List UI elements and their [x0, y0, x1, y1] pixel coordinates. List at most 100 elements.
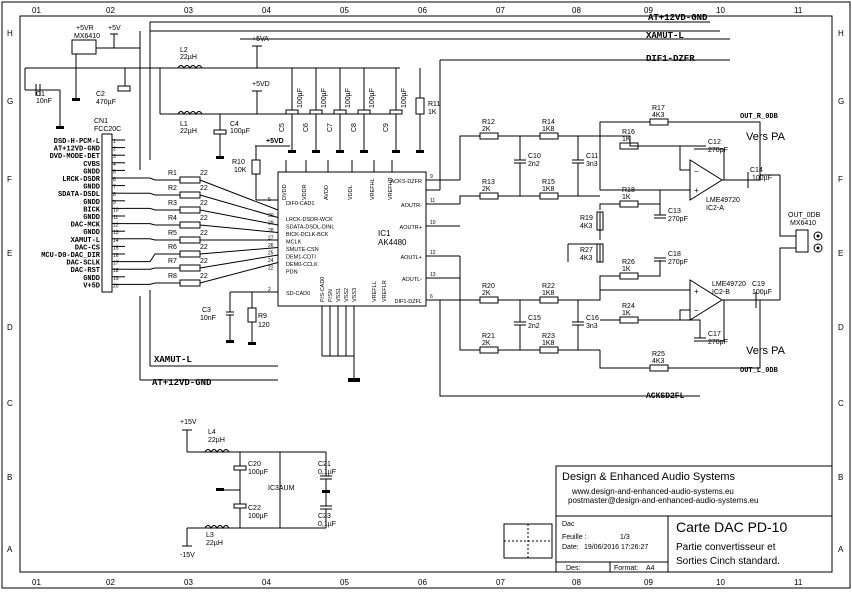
row-label: B [838, 473, 843, 482]
net-5vr: +5VR [76, 25, 94, 32]
row-label: G [838, 97, 844, 106]
connector-pin-number: 15 [113, 245, 119, 251]
wire [599, 203, 620, 210]
connector-pin-number: 1 [113, 139, 116, 145]
ground-symbol [336, 150, 344, 153]
cap-value: 100µF [401, 88, 408, 108]
row-label: A [7, 545, 13, 554]
row-label: D [838, 323, 844, 332]
cap-ref: C7 [327, 123, 334, 132]
cap-ref: C11 [586, 153, 598, 160]
label-l2: L2 [180, 47, 188, 54]
ic1-pin-label: VSS3 [352, 288, 358, 302]
ic1-pin-label: ACKS-DZFR [391, 179, 423, 185]
resistor-body [179, 176, 201, 184]
cap-value: 100µF [369, 88, 376, 108]
cap-value: 100µF [752, 175, 772, 182]
ic1-pin-number: 9 [430, 174, 433, 180]
ic1-pin-label: SD-CAD0 [286, 291, 310, 297]
connector-pin-label: SDATA-DSDL [58, 191, 100, 199]
column-label: 01 [32, 6, 41, 15]
net-xamut-bottom: XAMUT-L [154, 355, 192, 365]
net-xamut-top: XAMUT-L [646, 31, 684, 41]
label-c23: C23 [318, 513, 331, 520]
ic1-pin-number: 30 [268, 213, 274, 219]
column-label: 03 [184, 578, 193, 587]
tb-format-label: Format: [614, 565, 638, 572]
resistor-body [649, 118, 669, 126]
connector-pin-label: LRCK-DSDR [62, 176, 101, 184]
wire [459, 135, 480, 180]
series-wire [125, 177, 180, 181]
ic1-pin-number: 10 [430, 220, 436, 226]
resistor-body [539, 346, 559, 354]
cap-value: 2n2 [528, 161, 540, 168]
opamp-minus: − [694, 306, 699, 315]
connector-pin-label: DAC-RST [71, 267, 100, 275]
connector-pin-number: 6 [113, 177, 116, 183]
wire [558, 135, 690, 191]
ic1-pin-label: MCLK [286, 240, 302, 246]
net-out-l: OUT_L_0DB [740, 367, 779, 375]
label-c21: C21 [318, 461, 331, 468]
ic1-pin-label: P/SN [328, 289, 334, 302]
resistor-body [415, 97, 425, 115]
resistor-body [596, 211, 604, 231]
series-wire [125, 223, 180, 226]
wire [638, 309, 690, 321]
value-r9: 120 [258, 322, 270, 329]
ic1-pin-number: 26 [268, 243, 274, 249]
ic1-pin-label: VREFLL [372, 281, 378, 302]
cap-ref: C9 [383, 123, 390, 132]
resistor-ref: R27 [580, 247, 593, 254]
resistor-ref: R22 [542, 283, 555, 290]
bottom-buses: XAMUT-L AT+12VD-GND [139, 290, 278, 388]
resistor-value: 2K [482, 290, 491, 297]
series-wire [125, 238, 180, 241]
resistor-ref: R25 [652, 351, 665, 358]
row-label: B [7, 473, 12, 482]
ic1-pin-label: DIF1-DZFL [395, 299, 423, 305]
row-label: H [838, 29, 844, 38]
value-l1: 22µH [180, 128, 197, 135]
series-wire [125, 282, 180, 285]
inner-frame [19, 15, 833, 573]
tb-email: postmaster@design-and-enhanced-audio-sys… [568, 496, 758, 505]
value-c4: 100µF [230, 128, 250, 135]
tb-format-value: A4 [646, 565, 655, 572]
row-label: A [838, 545, 844, 554]
resistor-value: 22 [200, 273, 208, 280]
connector-pin-label: GNDD [83, 214, 100, 222]
cap-ref: C18 [668, 251, 681, 258]
connector-pin-label: GNDD [83, 229, 100, 237]
value-c22: 100µF [248, 513, 268, 520]
top-buses: AT+12VD-GND XAMUT-L DIF1-DZFR [139, 13, 730, 190]
wire [439, 300, 700, 397]
ic1-pin-label: DVDD [282, 184, 288, 200]
ic1-pin-label: AOUTR- [401, 203, 422, 209]
connector-pin-number: 3 [113, 154, 116, 160]
ic1-ground [321, 306, 360, 382]
resistor-value: 22 [200, 185, 208, 192]
resistor-value: 4K3 [580, 255, 593, 262]
ic1-pin-number: 12 [430, 250, 436, 256]
connector-pin-number: 4 [113, 162, 116, 168]
resistor-value: 2K [482, 340, 491, 347]
column-label: 10 [716, 6, 725, 15]
column-label: 06 [418, 6, 427, 15]
connector-pin-number: 17 [113, 261, 119, 267]
value-c3: 10nF [200, 315, 216, 322]
connector-pin-number: 16 [113, 253, 119, 259]
net-5vd: +5VD [252, 81, 270, 88]
connector-pin-label: GNDD [83, 199, 100, 207]
connector-pin-number: 12 [113, 223, 119, 229]
ic1-pin-number: 24 [268, 258, 274, 264]
tb-url: www.design-and-enhanced-audio-systems.eu [571, 487, 734, 496]
resistor-ref: R11 [428, 101, 440, 108]
wire [668, 121, 761, 180]
label-c3: C3 [202, 307, 211, 314]
tb-drawn-label: Des: [566, 565, 580, 572]
column-label: 08 [572, 6, 581, 15]
resistor-body [479, 132, 499, 140]
